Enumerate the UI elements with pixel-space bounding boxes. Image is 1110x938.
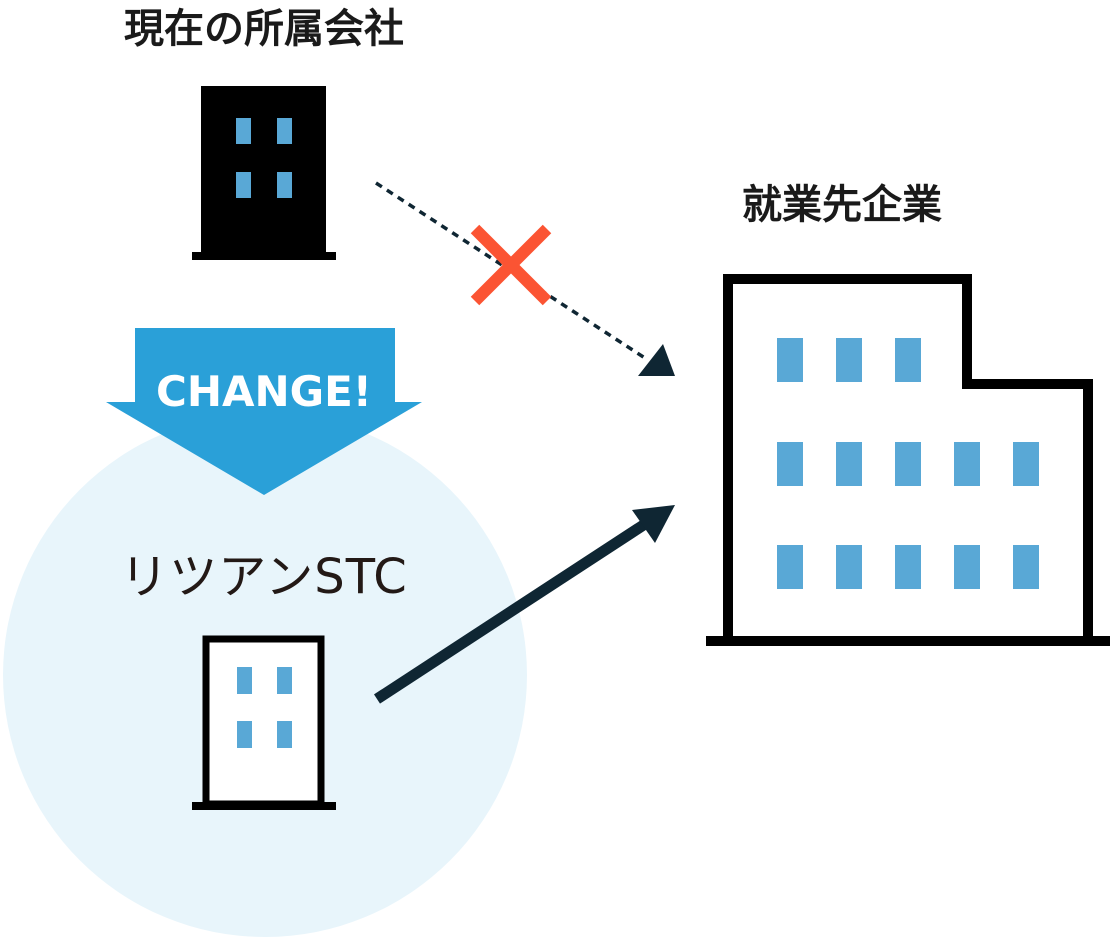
current-company-building-icon: [192, 86, 336, 260]
stc-building-icon: [192, 635, 336, 810]
current-company-label: 現在の所属会社: [124, 6, 404, 52]
company-name-label: リツアンSTC: [120, 549, 408, 605]
change-arrow: [106, 328, 422, 495]
solid-arrow-accepted: [373, 505, 675, 704]
change-label: CHANGE!: [156, 367, 372, 416]
cross-icon: [470, 224, 552, 306]
destination-building-icon: [706, 274, 1110, 646]
destination-company-label: 就業先企業: [742, 182, 942, 228]
